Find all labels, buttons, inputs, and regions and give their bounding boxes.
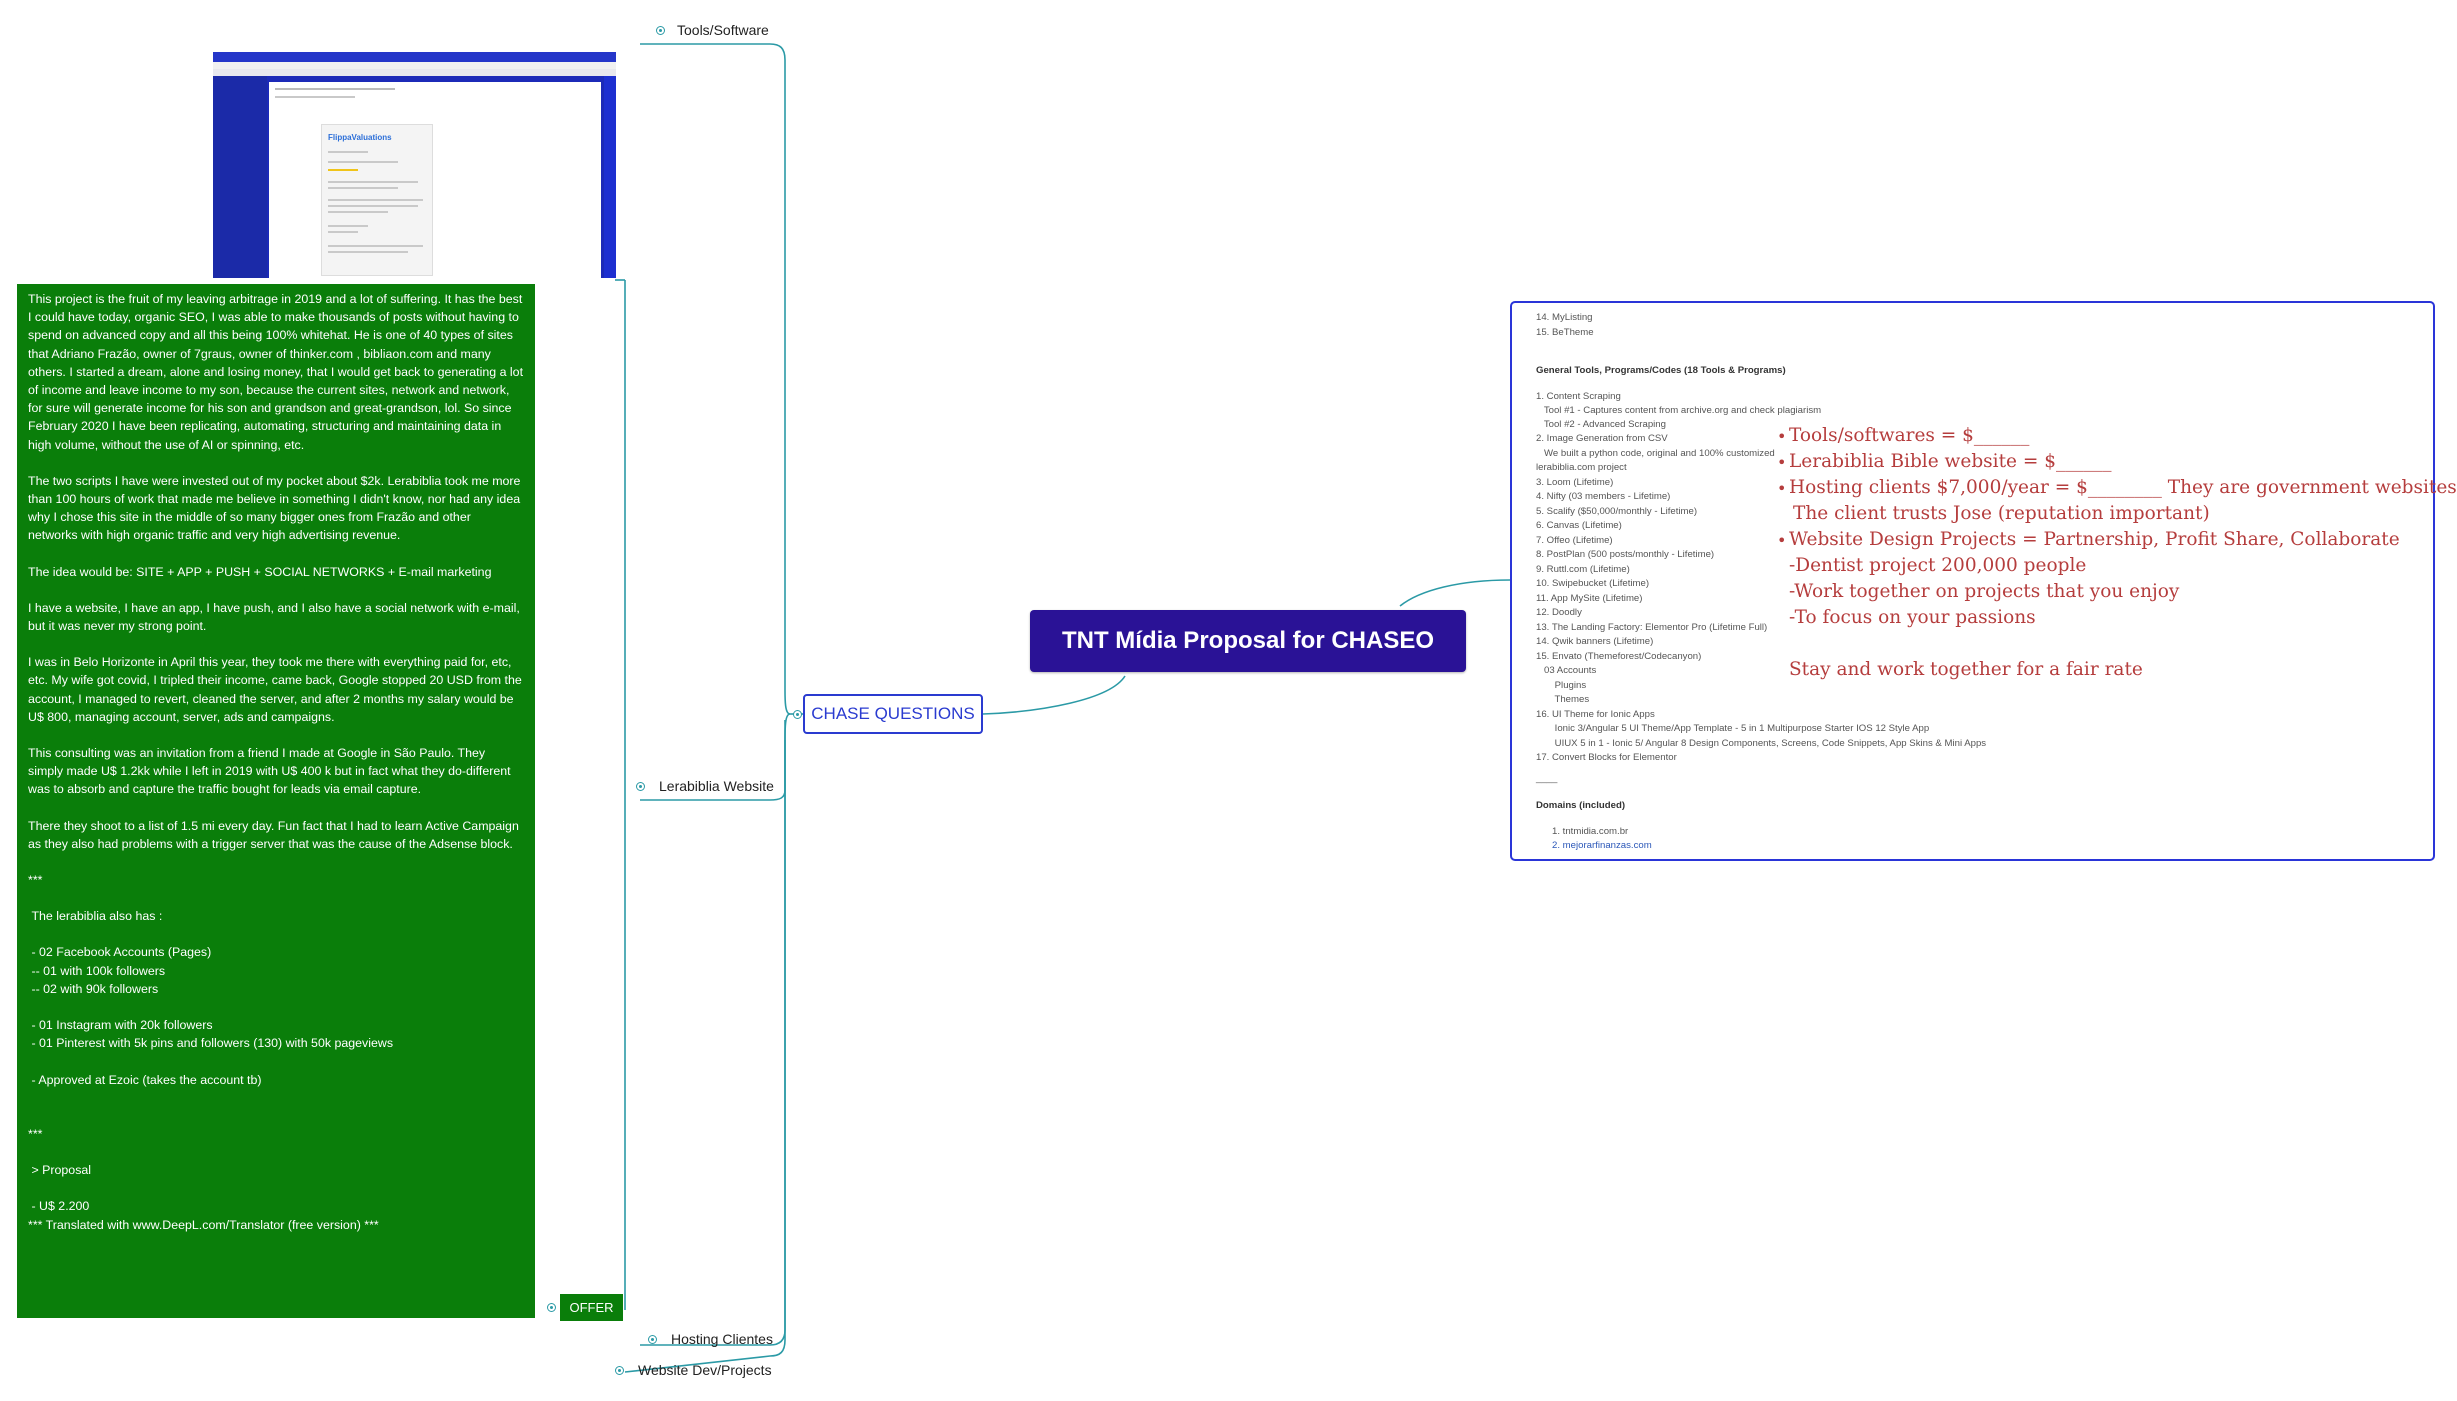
panel-line: 10. Swipebucket (Lifetime)	[1536, 578, 1650, 589]
panel-line: UIUX 5 in 1 - Ionic 5/ Angular 8 Design …	[1536, 738, 1987, 749]
thumb-scrollbar	[604, 76, 616, 278]
domain-item: 1. tntmidia.com.br	[1552, 826, 1629, 837]
note-paragraph: The two scripts I have were invested out…	[28, 473, 524, 543]
handwriting-line: -To focus on your passions	[1789, 607, 2036, 628]
panel-line: 14. MyListing	[1536, 312, 1593, 323]
lerabiblia-note: This project is the fruit of my leaving …	[17, 284, 535, 1318]
website-dev-collapse-icon[interactable]	[615, 1366, 624, 1375]
panel-separator: ____	[1536, 773, 1558, 784]
note-paragraph: This project is the fruit of my leaving …	[28, 292, 527, 452]
note-paragraph: - 02 Facebook Accounts (Pages) -- 01 wit…	[31, 945, 212, 996]
chase-questions-label: CHASE QUESTIONS	[811, 704, 975, 723]
central-topic-label: TNT Mídia Proposal for CHASEO	[1061, 627, 1435, 654]
panel-line: Themes	[1536, 694, 1590, 705]
note-paragraph: I was in Belo Horizonte in April this ye…	[28, 655, 526, 724]
offer-label: OFFER	[569, 1300, 614, 1315]
handwriting-line: Hosting clients $7,000/year = $________ …	[1789, 477, 2457, 498]
panel-line: 14. Qwik banners (Lifetime)	[1536, 636, 1654, 647]
panel-line: 13. The Landing Factory: Elementor Pro (…	[1536, 622, 1768, 633]
panel-line: 15. Envato (Themeforest/Codecanyon)	[1536, 651, 1702, 662]
bullet-icon: •	[1777, 427, 1787, 446]
proposal-details-image: 14. MyListing 15. BeTheme General Tools,…	[1510, 301, 2457, 861]
panel-line: lerabiblia.com project	[1536, 462, 1627, 473]
note-paragraph: - Approved at Ezoic (takes the account t…	[28, 1072, 262, 1087]
panel-line: 6. Canvas (Lifetime)	[1536, 520, 1622, 531]
panel-line: 12. Doodly	[1536, 607, 1582, 618]
panel-line: Tool #2 - Advanced Scraping	[1536, 419, 1666, 430]
panel-line: 4. Nifty (03 members - Lifetime)	[1536, 491, 1671, 502]
bullet-icon: •	[1777, 479, 1787, 498]
note-paragraph: > Proposal	[28, 1163, 92, 1178]
branch-hosting-clientes[interactable]: Hosting Clientes	[671, 1331, 773, 1347]
branch-lerabiblia-website[interactable]: Lerabiblia Website	[659, 778, 774, 794]
panel-line: Ionic 3/Angular 5 UI Theme/App Template …	[1536, 723, 1930, 734]
note-paragraph: ***	[28, 873, 43, 888]
note-paragraph: The idea would be: SITE + APP + PUSH + S…	[28, 564, 492, 579]
offer-collapse-icon[interactable]	[547, 1303, 556, 1312]
bullet-icon: •	[1777, 453, 1787, 472]
panel-line: 9. Ruttl.com (Lifetime)	[1536, 564, 1630, 575]
thumb-addressbar	[213, 62, 616, 69]
panel-line: 1. Content Scraping	[1536, 391, 1621, 402]
handwriting-line: Stay and work together for a fair rate	[1789, 659, 2143, 680]
panel-line: 5. Scalify ($50,000/monthly - Lifetime)	[1536, 506, 1698, 517]
thumb-sidebar	[213, 76, 267, 278]
handwriting-line: Website Design Projects = Partnership, P…	[1789, 529, 2400, 550]
branch-website-dev-projects[interactable]: Website Dev/Projects	[638, 1362, 772, 1378]
panel-line: Tool #1 - Captures content from archive.…	[1536, 405, 1822, 416]
thumb-email-body: FlippaValuations	[321, 124, 433, 276]
handwriting-line: Tools/softwares = $______	[1789, 425, 2030, 446]
branch-tools-software[interactable]: Tools/Software	[677, 22, 769, 38]
chase-collapse-icon[interactable]	[793, 710, 802, 719]
bullet-icon: •	[1777, 531, 1787, 550]
thumb-bookmarks	[213, 69, 616, 76]
panel-line: 7. Offeo (Lifetime)	[1536, 535, 1613, 546]
note-paragraph: This consulting was an invitation from a…	[28, 746, 515, 797]
handwriting-line: The client trusts Jose (reputation impor…	[1793, 503, 2210, 524]
note-paragraph: The lerabiblia also has :	[28, 909, 163, 924]
note-paragraph: - 01 Instagram with 20k followers - 01 P…	[31, 1018, 394, 1051]
thumb-brand: FlippaValuations	[328, 133, 392, 142]
panel-line: Plugins	[1536, 680, 1587, 691]
offer-topic[interactable]: OFFER	[560, 1294, 623, 1321]
panel-line: 8. PostPlan (500 posts/monthly - Lifetim…	[1536, 549, 1715, 560]
handwriting-line: Lerabiblia Bible website = $______	[1789, 451, 2112, 472]
domains-heading: Domains (included)	[1536, 800, 1626, 811]
panel-line: 11. App MySite (Lifetime)	[1536, 593, 1643, 604]
panel-line: We built a python code, original and 100…	[1536, 448, 1775, 459]
hosting-collapse-icon[interactable]	[648, 1335, 657, 1344]
panel-line: 03 Accounts	[1536, 665, 1597, 676]
panel-line: 2. Image Generation from CSV	[1536, 433, 1668, 444]
panel-line: 3. Loom (Lifetime)	[1536, 477, 1614, 488]
thumb-main	[269, 82, 601, 278]
note-paragraph: There they shoot to a list of 1.5 mi eve…	[28, 818, 523, 851]
tools-software-collapse-icon[interactable]	[656, 26, 665, 35]
general-tools-heading: General Tools, Programs/Codes (18 Tools …	[1536, 365, 1786, 376]
panel-line: 15. BeTheme	[1536, 327, 1594, 338]
panel-line: 16. UI Theme for Ionic Apps	[1536, 709, 1655, 720]
note-paragraph: I have a website, I have an app, I have …	[28, 600, 524, 634]
central-topic[interactable]: TNT Mídia Proposal for CHASEO	[1030, 610, 1466, 672]
handwriting-line: -Dentist project 200,000 people	[1789, 555, 2087, 576]
panel-line: 17. Convert Blocks for Elementor	[1536, 752, 1677, 763]
note-paragraph: ***	[28, 1126, 43, 1141]
thumb-titlebar	[213, 52, 616, 62]
email-screenshot-image: FlippaValuations	[213, 52, 616, 278]
lerabiblia-collapse-icon[interactable]	[636, 782, 645, 791]
chase-questions-topic[interactable]: CHASE QUESTIONS	[803, 694, 983, 734]
handwriting-line: -Work together on projects that you enjo…	[1789, 581, 2180, 602]
note-paragraph: - U$ 2.200 *** Translated with www.DeepL…	[28, 1199, 379, 1232]
domain-item: 2. mejorarfinanzas.com	[1552, 840, 1652, 851]
